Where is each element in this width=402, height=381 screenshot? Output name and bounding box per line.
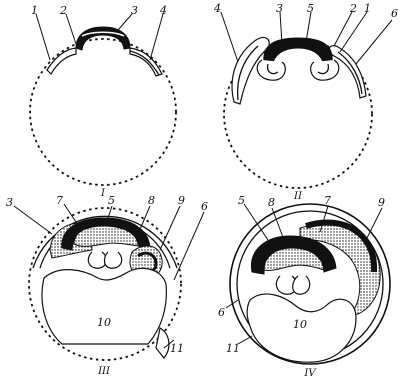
caption-3: III (97, 366, 111, 377)
yolk-sac-10 (42, 268, 166, 344)
label-6: 6 (218, 306, 225, 319)
leader-6 (174, 212, 204, 280)
label-4: 4 (213, 2, 221, 15)
label-10: 10 (293, 318, 307, 331)
label-7: 7 (324, 194, 331, 207)
label-1: 1 (31, 4, 38, 17)
panel-3: 3 7 5 8 9 6 10 11 III (6, 194, 208, 377)
leader-2 (66, 14, 76, 44)
label-5: 5 (238, 194, 245, 207)
label-10: 10 (97, 316, 111, 329)
right-neural-fold (311, 60, 339, 80)
leader-5 (306, 12, 311, 42)
left-neural-fold (257, 60, 285, 80)
label-2: 2 (349, 2, 357, 15)
right-neural-fold (105, 252, 122, 268)
leader-6 (356, 20, 392, 64)
leader-4 (150, 14, 163, 60)
leader-1 (340, 12, 367, 52)
label-4: 4 (159, 4, 167, 17)
label-9: 9 (178, 194, 185, 207)
leader-3 (14, 206, 52, 234)
label-3: 3 (131, 4, 138, 17)
caption-4: IV (303, 368, 317, 379)
label-3: 3 (6, 196, 13, 209)
label-8: 8 (268, 196, 275, 209)
caption-1: I (100, 188, 106, 199)
leader-4 (221, 12, 238, 62)
label-2: 2 (59, 4, 67, 17)
leader-9 (364, 208, 382, 244)
label-1: 1 (364, 2, 371, 15)
leader-1 (36, 14, 50, 60)
leader-7 (64, 204, 76, 222)
caption-2: II (293, 191, 303, 202)
label-11: 11 (170, 342, 184, 355)
label-11: 11 (226, 342, 240, 355)
left-layer (47, 48, 76, 74)
label-7: 7 (56, 194, 63, 207)
left-neural-fold (88, 252, 106, 268)
label-6: 6 (201, 200, 208, 213)
allantois-wing (156, 328, 169, 358)
right-neural-fold (293, 276, 310, 294)
label-5: 5 (108, 194, 115, 207)
label-6: 6 (391, 7, 398, 20)
leader-8 (272, 208, 284, 240)
leader-3 (118, 14, 132, 30)
label-8: 8 (148, 194, 155, 207)
label-5: 5 (307, 2, 314, 15)
label-9: 9 (378, 196, 385, 209)
panel-2: 4 3 5 2 1 6 II (213, 2, 398, 202)
panel-1: 1 2 3 4 I (30, 4, 176, 199)
label-3: 3 (276, 2, 283, 15)
panel-4: 5 8 7 9 6 10 11 IV (218, 194, 390, 379)
leader-2 (334, 12, 352, 46)
leader-11 (238, 336, 252, 344)
